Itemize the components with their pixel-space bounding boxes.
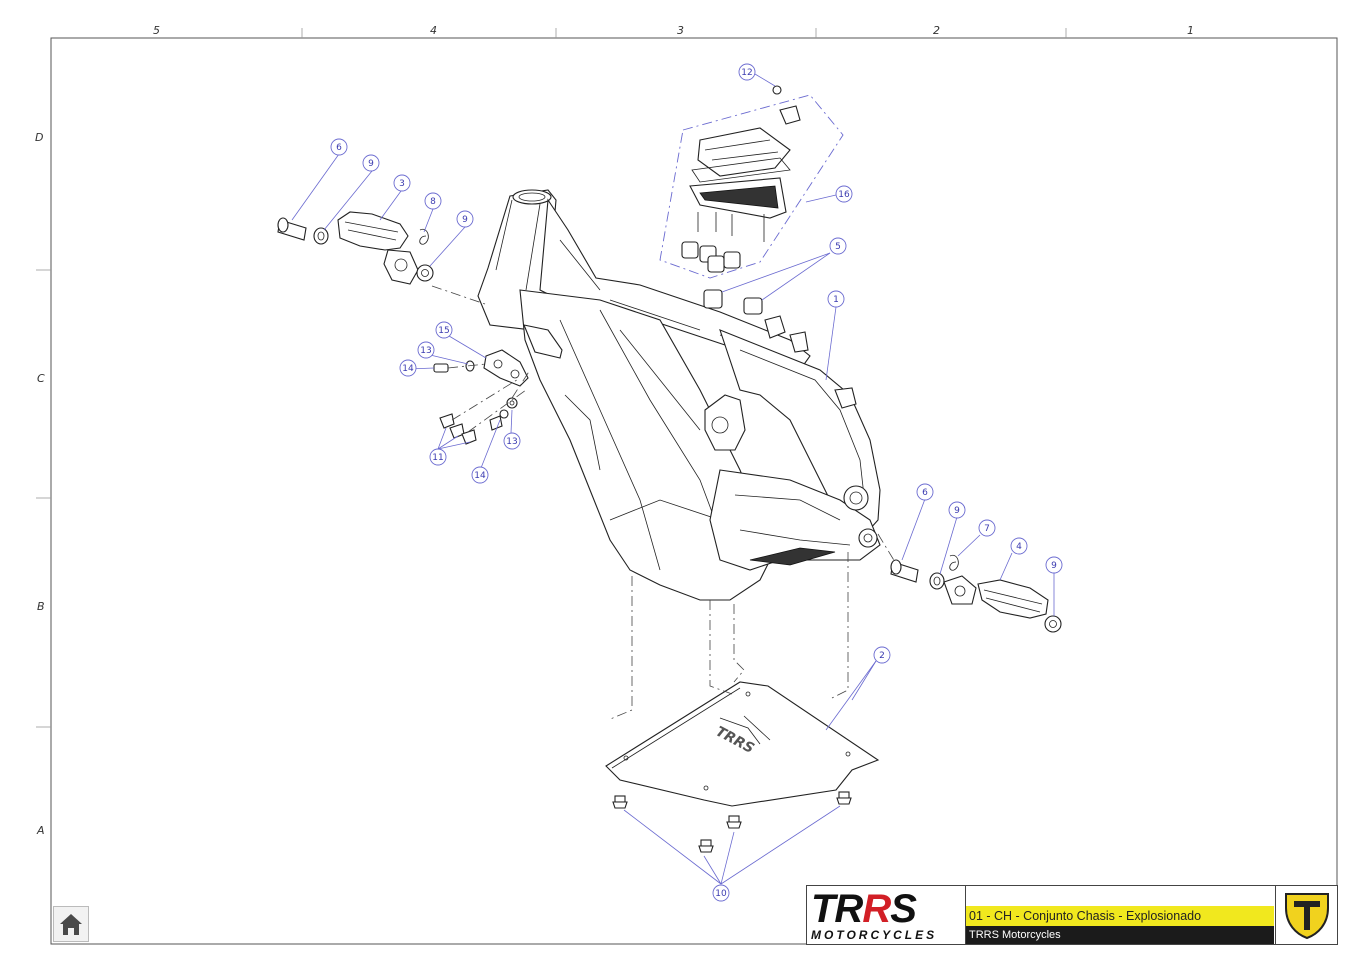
callout-9-right-outer[interactable]: 9 <box>1045 556 1063 574</box>
callout-13-lower[interactable]: 13 <box>503 432 521 450</box>
callout-6-left[interactable]: 6 <box>330 138 348 156</box>
callout-9-left-inner[interactable]: 9 <box>456 210 474 228</box>
svg-text:6: 6 <box>336 143 342 153</box>
logo-wordmark: TRRS <box>811 887 917 931</box>
svg-text:9: 9 <box>462 215 468 225</box>
title-block: TRRS MOTORCYCLES 01 - CH - Conjunto Chas… <box>806 885 1338 945</box>
svg-text:9: 9 <box>1051 561 1057 571</box>
callout-8[interactable]: 8 <box>424 192 442 210</box>
svg-text:6: 6 <box>922 488 928 498</box>
column-label-3: 3 <box>677 24 684 37</box>
callout-9-right-inner[interactable]: 9 <box>948 501 966 519</box>
callout-4[interactable]: 4 <box>1010 537 1028 555</box>
svg-text:1: 1 <box>833 295 839 305</box>
svg-text:9: 9 <box>954 506 960 516</box>
sheet-border <box>50 37 1338 945</box>
callout-16[interactable]: 16 <box>835 185 853 203</box>
trrs-logo: TRRS MOTORCYCLES <box>807 886 966 944</box>
column-label-1: 1 <box>1187 24 1194 37</box>
skid-plate-bolts <box>612 791 852 853</box>
callout-9-left-outer[interactable]: 9 <box>362 154 380 172</box>
svg-text:5: 5 <box>835 242 841 252</box>
column-ticks <box>36 28 1067 728</box>
row-label-b: B <box>37 600 45 613</box>
bracket-dash-lines <box>447 363 531 433</box>
drawing-title: 01 - CH - Conjunto Chasis - Explosionado <box>966 906 1274 926</box>
callout-3[interactable]: 3 <box>393 174 411 192</box>
callout-11[interactable]: 11 <box>429 448 447 466</box>
svg-text:4: 4 <box>1016 542 1022 552</box>
svg-text:12: 12 <box>741 68 752 78</box>
skid-plate-dash-lines <box>607 552 849 721</box>
svg-text:14: 14 <box>474 471 486 481</box>
svg-text:11: 11 <box>432 453 443 463</box>
callout-7[interactable]: 7 <box>978 519 996 537</box>
callout-13-upper[interactable]: 13 <box>417 341 435 359</box>
company-name: TRRS Motorcycles <box>966 926 1274 944</box>
svg-text:14: 14 <box>402 364 414 374</box>
home-icon <box>60 914 82 935</box>
logo-subtitle: MOTORCYCLES <box>811 928 938 942</box>
svg-text:13: 13 <box>420 346 431 356</box>
callout-12[interactable]: 12 <box>738 63 756 81</box>
column-label-5: 5 <box>153 24 160 37</box>
callout-15[interactable]: 15 <box>435 321 453 339</box>
callout-10[interactable]: 10 <box>712 884 730 902</box>
row-label-c: C <box>37 372 45 385</box>
svg-text:10: 10 <box>715 889 727 899</box>
air-box-assembly <box>659 85 844 315</box>
left-footpeg-assembly <box>277 211 434 285</box>
chassis-frame <box>477 189 881 601</box>
right-peg-axis <box>877 533 896 563</box>
svg-text:9: 9 <box>368 159 374 169</box>
left-peg-axis <box>431 285 489 306</box>
row-label-d: D <box>35 131 43 144</box>
front-bracket-assembly <box>433 349 529 445</box>
svg-text:7: 7 <box>984 524 990 534</box>
svg-text:3: 3 <box>399 179 405 189</box>
svg-text:13: 13 <box>506 437 517 447</box>
callout-14-lower[interactable]: 14 <box>471 466 489 484</box>
column-label-4: 4 <box>430 24 437 37</box>
svg-text:2: 2 <box>879 651 885 661</box>
skid-plate: TRRS <box>605 681 880 807</box>
brand-mark <box>1275 886 1338 944</box>
row-label-a: A <box>36 824 45 837</box>
svg-text:8: 8 <box>430 197 436 207</box>
leader-lines <box>291 73 1055 885</box>
right-footpeg-assembly <box>890 554 1062 633</box>
callout-14-upper[interactable]: 14 <box>399 359 417 377</box>
callout-2[interactable]: 2 <box>873 646 891 664</box>
svg-text:16: 16 <box>838 190 850 200</box>
callout-6-right[interactable]: 6 <box>916 483 934 501</box>
callout-1[interactable]: 1 <box>827 290 845 308</box>
column-label-2: 2 <box>933 24 940 37</box>
svg-text:15: 15 <box>438 326 449 336</box>
trrs-shield-icon <box>1285 893 1329 940</box>
home-button[interactable] <box>53 906 89 942</box>
callout-5-frame[interactable]: 5 <box>829 237 847 255</box>
